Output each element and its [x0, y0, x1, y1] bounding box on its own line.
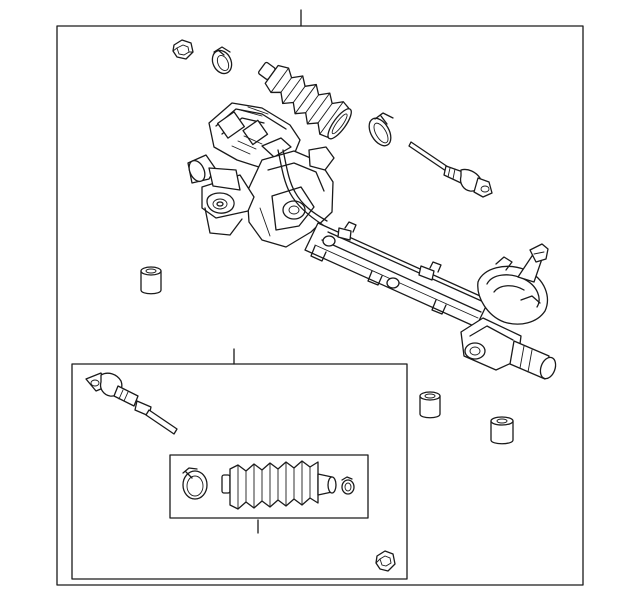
steering-gear-assembly[interactable] [186, 103, 558, 381]
jam-nut-kit[interactable] [376, 551, 395, 571]
boot-clamp-large-top[interactable] [365, 113, 396, 149]
boot-kit-frame [170, 455, 368, 518]
bellows-boot-kit[interactable] [222, 461, 336, 509]
jam-nut-top[interactable] [173, 40, 193, 59]
tie-rod-kit-frame [72, 364, 407, 579]
inner-tie-rod-top[interactable] [409, 142, 492, 197]
small-clamp-kit[interactable] [342, 477, 354, 494]
main-frame [57, 26, 583, 585]
bellows-boot-top[interactable] [250, 51, 356, 143]
mount-bushing-left[interactable] [141, 267, 161, 294]
boot-clamp-small-top[interactable] [209, 47, 235, 77]
boot-clamp-kit[interactable] [183, 468, 207, 499]
mount-bushing-right-2[interactable] [491, 417, 513, 444]
mount-bushing-right-1[interactable] [420, 392, 440, 418]
inner-tie-rod-kit[interactable] [86, 373, 177, 434]
